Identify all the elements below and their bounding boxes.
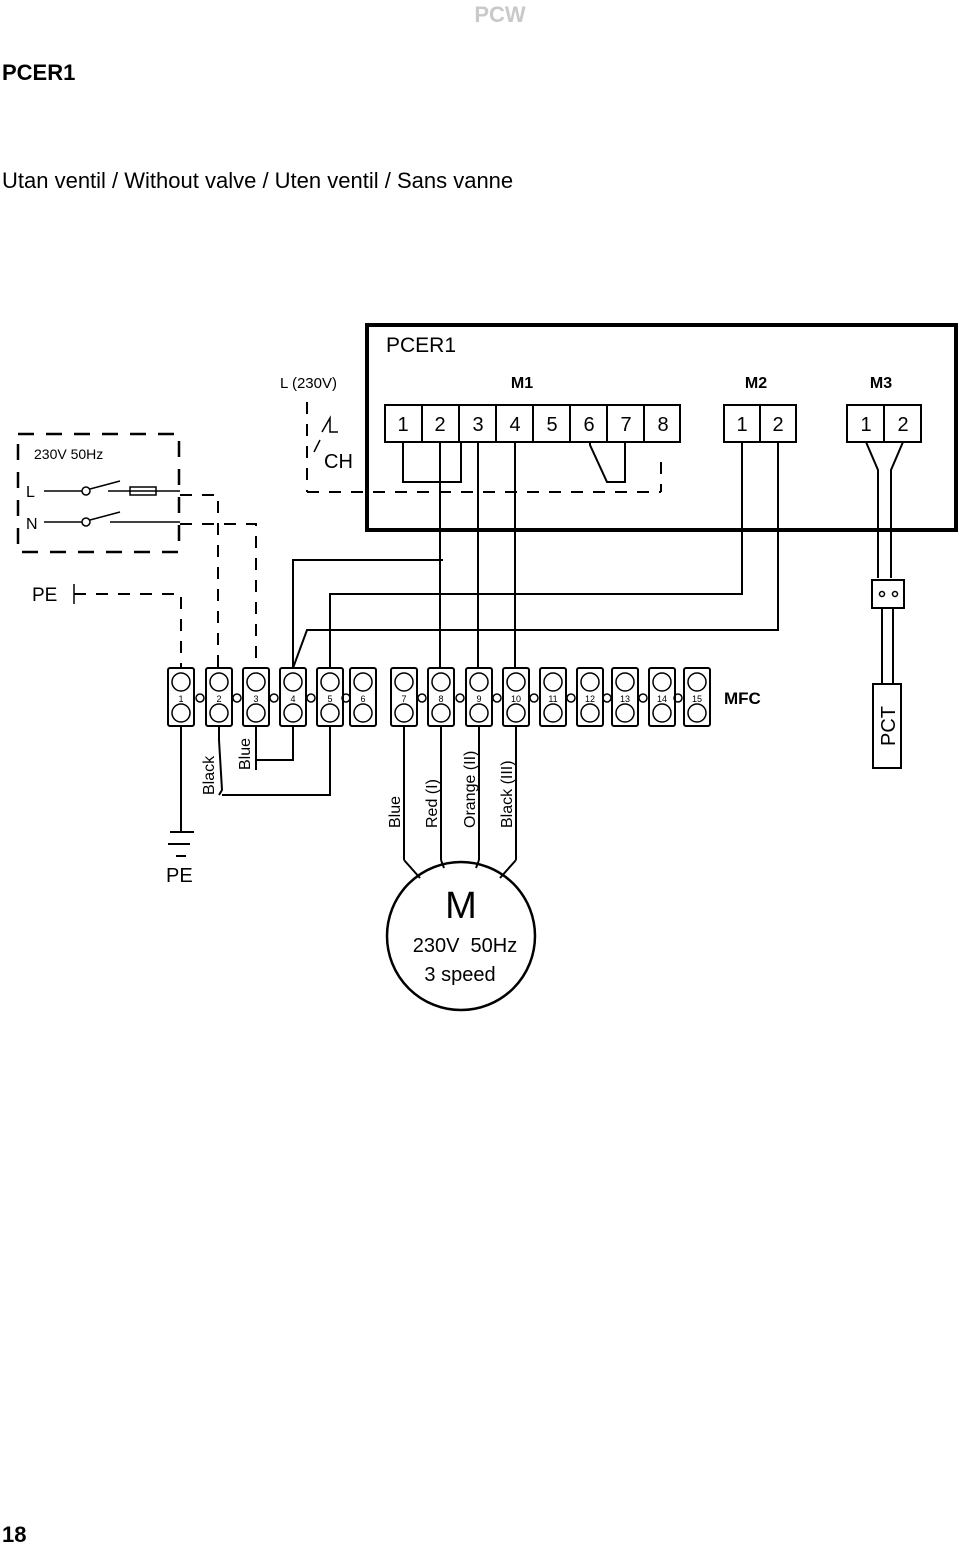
wire-labels: Black Blue Blue Red (I) Orange (II) Blac…: [201, 738, 516, 828]
terminal-number: 1: [178, 694, 183, 704]
pe-top-label: PE: [32, 585, 57, 606]
motor-symbol: M: [445, 885, 477, 927]
m1-pin-5: 5: [546, 414, 557, 436]
wire-label-red: Red (I): [424, 779, 441, 828]
terminal-number: 2: [216, 694, 221, 704]
wire-label-black: Black: [201, 755, 218, 795]
m2-pin-2: 2: [772, 414, 783, 436]
wire-label-black-iii: Black (III): [499, 760, 516, 828]
group-label-m3: M3: [870, 375, 892, 392]
m1-pin-7: 7: [620, 414, 631, 436]
terminal-number: 10: [511, 694, 521, 704]
page-title: PCER1: [2, 60, 76, 85]
terminal-number: 7: [401, 694, 406, 704]
pct-label: PCT: [878, 706, 900, 746]
terminal-number: 15: [692, 694, 702, 704]
terminal-number: 12: [585, 694, 595, 704]
terminal-number: 9: [476, 694, 481, 704]
group-label-m2: M2: [745, 375, 767, 392]
m1-pin-6: 6: [583, 414, 594, 436]
terminal-number: 4: [290, 694, 295, 704]
terminal-number: 5: [327, 694, 332, 704]
supply-box: 230V 50Hz L N: [16, 432, 181, 554]
ch-label: CH: [324, 451, 353, 473]
motor: M 230V 50Hz 3 speed: [385, 860, 537, 1012]
brand-header: PCW: [474, 2, 526, 27]
pe-bottom-label: PE: [166, 865, 193, 887]
load-wiring: [168, 726, 517, 879]
ch-relay: L (230V) CH: [280, 375, 662, 493]
m1-pin-8: 8: [657, 414, 668, 436]
m1-pin-3: 3: [472, 414, 483, 436]
terminal-number: 14: [657, 694, 667, 704]
pcer1-controller: PCER1 M1 M2 M3 1 2 3 4 5 6 7 8 1: [365, 323, 958, 532]
wire-label-motor-blue: Blue: [387, 796, 404, 828]
terminal-number: 11: [548, 694, 557, 704]
mfc-label: MFC: [724, 689, 761, 708]
mfc-terminal-block: 1 2 3 4 5 6 7 8 9 10 11 12 13 14 15 MFC: [167, 667, 761, 727]
m1-pin-4: 4: [509, 414, 520, 436]
terminal-number: 13: [620, 694, 630, 704]
field-wiring-dashed: PE: [32, 494, 257, 668]
motor-speed: 3 speed: [424, 964, 495, 986]
motor-rating: 230V 50Hz: [413, 935, 518, 957]
wire-label-orange: Orange (II): [462, 751, 479, 828]
page-number: 18: [2, 1522, 27, 1547]
l-label: L: [26, 484, 35, 501]
m3-pin-2: 2: [897, 414, 908, 436]
controller-title: PCER1: [386, 334, 456, 357]
l230-label: L (230V): [280, 375, 337, 392]
m1-pin-1: 1: [397, 414, 408, 436]
terminal-number: 8: [438, 694, 443, 704]
control-wiring: [292, 441, 905, 684]
terminal-number: 3: [253, 694, 258, 704]
m1-pin-2: 2: [434, 414, 445, 436]
group-label-m1: M1: [511, 375, 533, 392]
m3-pin-1: 1: [860, 414, 871, 436]
terminal-number: 6: [360, 694, 365, 704]
m2-pin-1: 1: [736, 414, 747, 436]
supply-label: 230V 50Hz: [34, 446, 103, 462]
wire-label-blue: Blue: [237, 738, 254, 770]
n-label: N: [26, 516, 38, 533]
page-subtitle: Utan ventil / Without valve / Uten venti…: [2, 168, 514, 193]
pct-sensor: PCT: [872, 683, 902, 769]
